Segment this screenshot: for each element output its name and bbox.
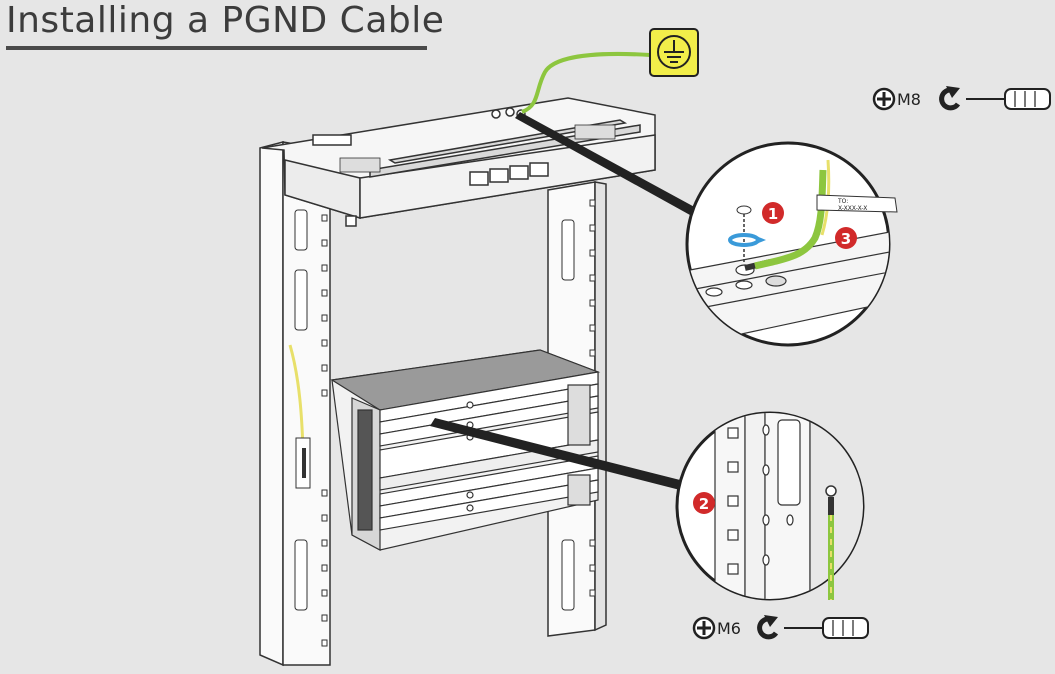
step-badge-3: 3 [835, 227, 857, 249]
clockwise-icon [939, 86, 961, 111]
screwdriver-icon [966, 88, 1051, 110]
cable-tag-line2: X-XXX-X-X [838, 205, 867, 212]
top-distribution-panel [261, 97, 656, 227]
rack-holes-right [561, 199, 596, 611]
subrack-chassis [330, 349, 601, 552]
svg-text:2: 2 [699, 495, 709, 513]
cable-tag-line1: TO: [837, 198, 848, 205]
detail-view-top: TO: X-XXX-X-X [685, 141, 898, 347]
pointer-line-top [515, 112, 700, 215]
cable-tag [816, 194, 898, 213]
rotation-arrow-icon [728, 233, 766, 247]
screw-icon [736, 205, 752, 262]
svg-text:3: 3 [841, 230, 851, 248]
phillips-icon [692, 616, 716, 640]
protective-earth-icon [649, 28, 699, 77]
title-underline [6, 46, 427, 50]
step-badge-2: 2 [693, 492, 715, 514]
detail-view-bottom [675, 411, 865, 601]
tool-spec-top: M8 [872, 86, 1051, 111]
phillips-icon [872, 87, 896, 111]
svg-text:1: 1 [768, 205, 778, 223]
clockwise-icon [757, 615, 779, 640]
tool-spec-top-label: M8 [897, 90, 921, 109]
tool-spec-bottom-label: M6 [717, 619, 741, 638]
page-title: Installing a PGND Cable [6, 0, 445, 41]
pointer-line-bottom [430, 418, 688, 490]
screwdriver-icon [784, 617, 869, 639]
top-ground-cable [521, 52, 651, 114]
rack-holes-left [294, 209, 328, 647]
step-badge-1: 1 [762, 202, 784, 224]
tool-spec-bottom: M6 [692, 615, 869, 640]
